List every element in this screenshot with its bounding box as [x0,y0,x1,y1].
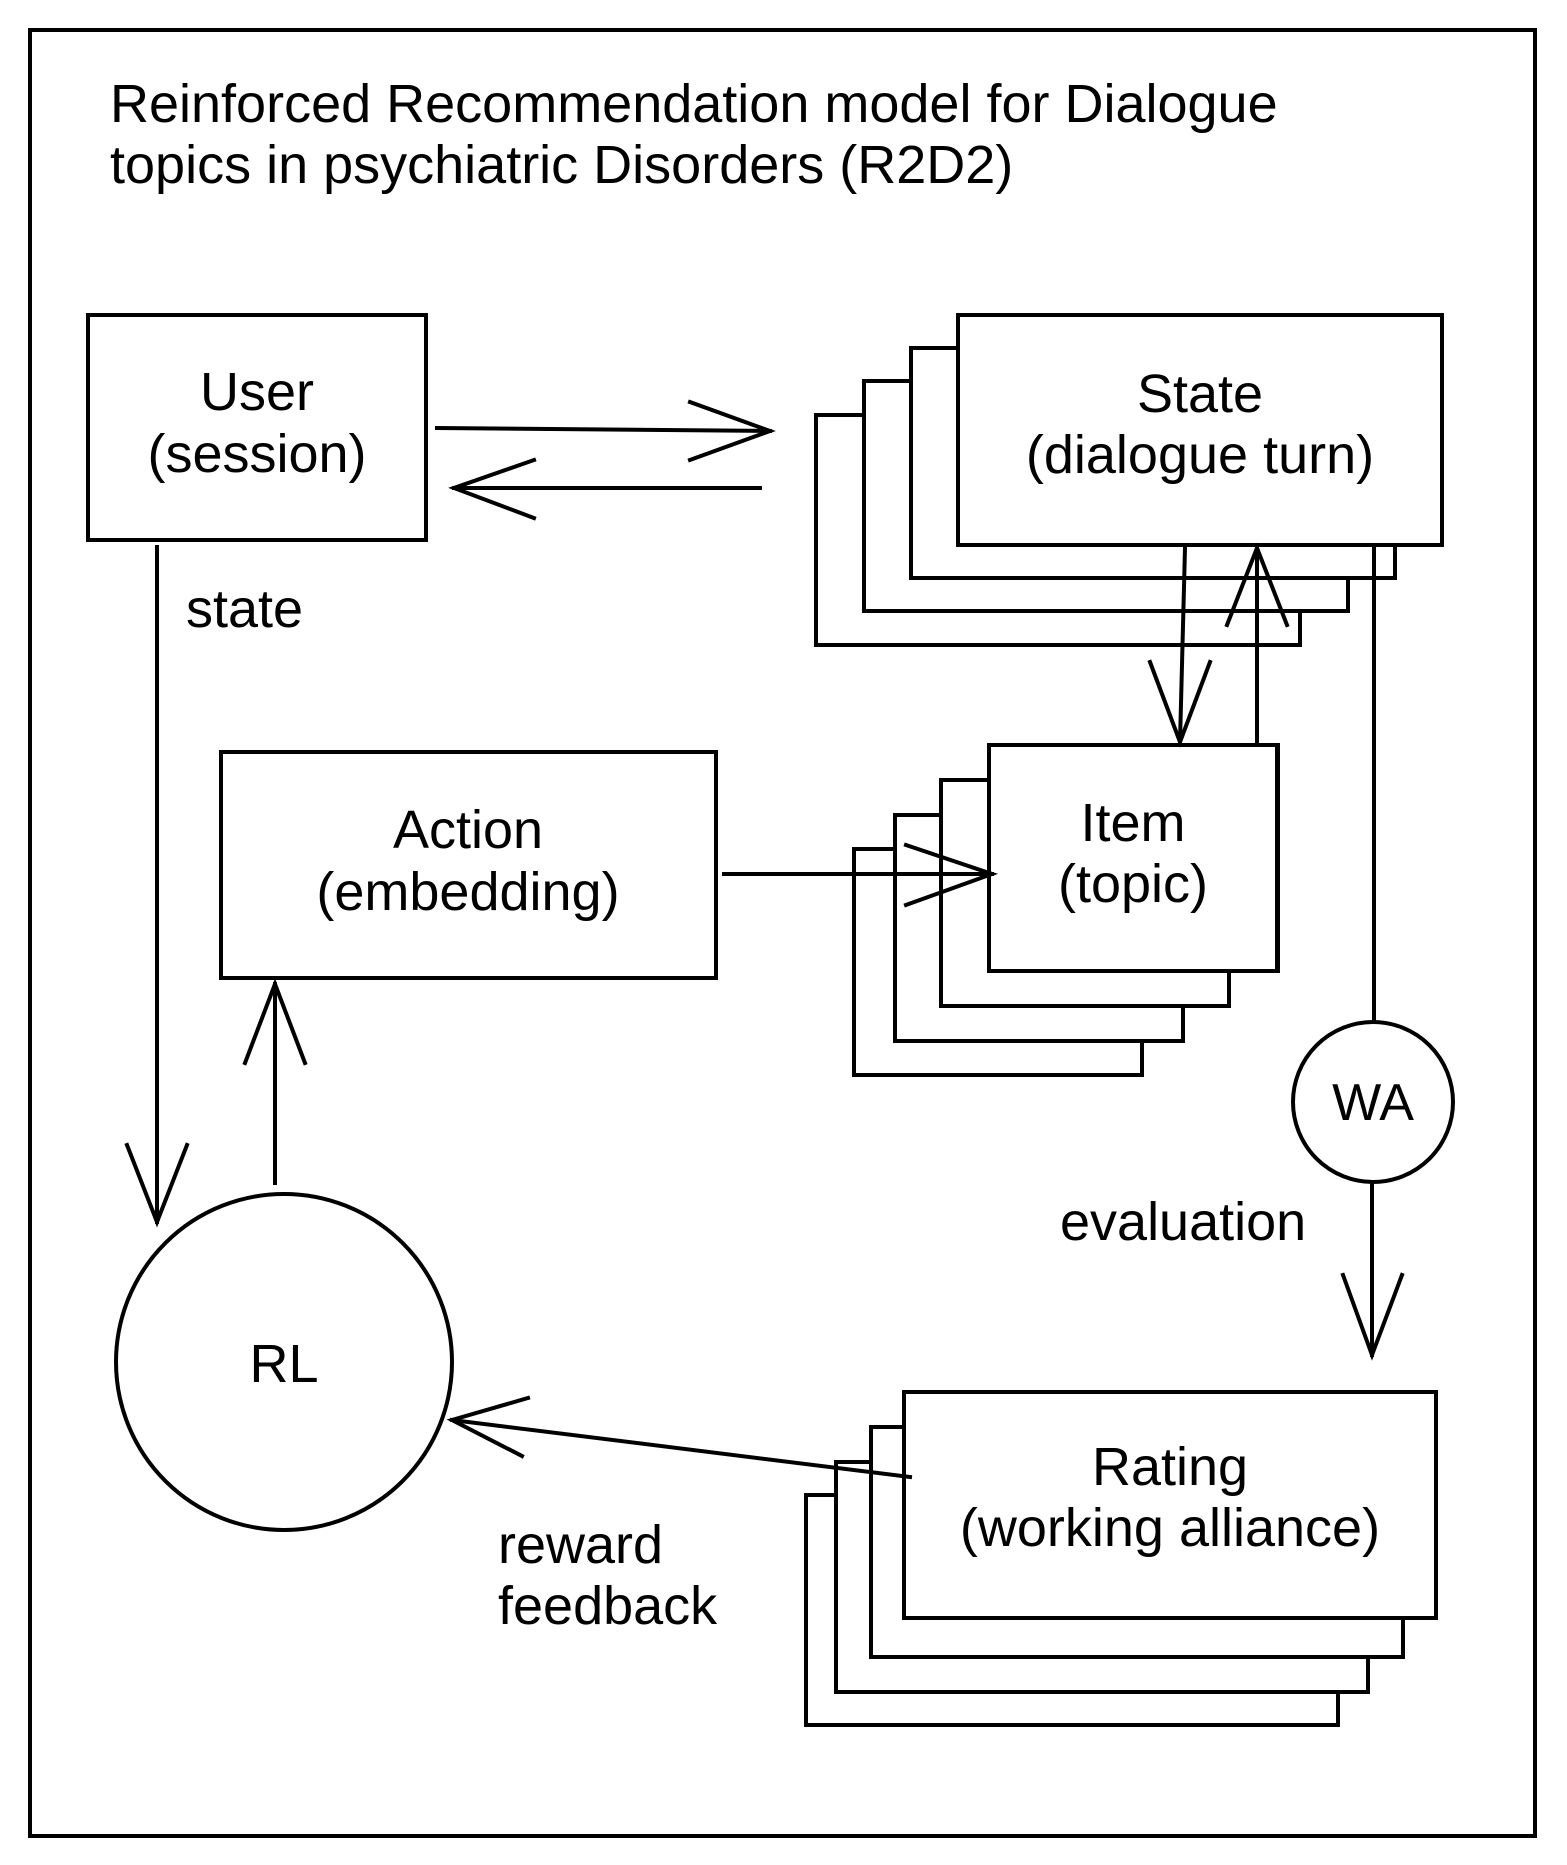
state-to-item-arrow [1147,545,1213,748]
action-to-item-arrow [722,842,999,908]
state-node-title: State [1137,364,1263,424]
state-to-user-arrow [448,457,762,521]
rl-node-label: RL [249,1334,318,1394]
action-node [219,750,718,980]
rl-node [114,1192,454,1532]
user-to-state-arrow [434,399,776,463]
rating-node-subtitle: (working alliance) [960,1498,1380,1558]
user-node-title: User [200,362,314,422]
item-node-title: Item [1080,793,1185,853]
action-node-subtitle: (embedding) [316,862,619,922]
rating-to-rl-arrow [446,1395,913,1480]
reward-edge-label-line1: reward [498,1515,663,1575]
user-node [86,313,428,542]
item-node-subtitle: (topic) [1058,854,1208,914]
reward-edge-label-line2: feedback [498,1576,718,1636]
diagram-title-line1: Reinforced Recommendation model for Dial… [110,74,1278,134]
action-node-title: Action [393,800,543,860]
diagram-title-line2: topics in psychiatric Disorders (R2D2) [110,135,1013,195]
rl-to-action-arrow [242,978,308,1185]
rating-stack [804,1390,1438,1727]
wa-node-label: WA [1332,1074,1414,1132]
state-node-subtitle: (dialogue turn) [1026,425,1374,485]
state-edge-label: state [186,579,303,639]
user-node-subtitle: (session) [147,424,366,484]
item-to-state-arrow [1224,542,1290,744]
rating-node-title: Rating [1092,1437,1248,1497]
evaluation-edge-label: evaluation [1060,1192,1306,1252]
outer-frame [28,28,1537,1838]
wa-to-rating-arrow [1340,1180,1405,1361]
user-to-rl-arrow [124,545,190,1228]
